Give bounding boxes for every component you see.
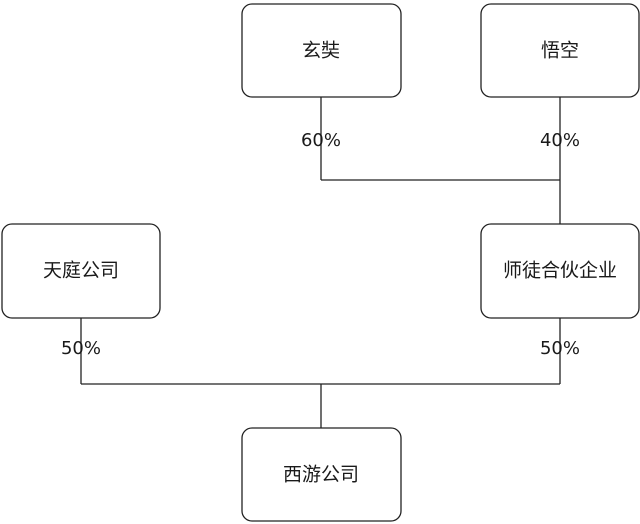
node-wukong: 悟空 bbox=[480, 3, 640, 98]
share-label-tianting: 50% bbox=[61, 338, 101, 359]
node-box bbox=[480, 3, 640, 98]
node-xuanzang: 玄奘 bbox=[241, 3, 402, 98]
connectors bbox=[80, 97, 561, 428]
share-label-wukong: 40% bbox=[540, 130, 580, 151]
node-tianting: 天庭公司 bbox=[1, 223, 161, 319]
share-label-xuanzang: 60% bbox=[301, 130, 341, 151]
node-label: 玄奘 bbox=[302, 40, 340, 62]
node-xiyou: 西游公司 bbox=[241, 427, 402, 522]
node-label: 师徒合伙企业 bbox=[503, 260, 617, 282]
node-partnership: 师徒合伙企业 bbox=[480, 223, 640, 319]
node-box bbox=[1, 223, 161, 319]
share-label-partnership: 50% bbox=[540, 338, 580, 359]
node-box bbox=[241, 427, 402, 522]
node-box bbox=[241, 3, 402, 98]
node-label: 悟空 bbox=[541, 40, 579, 62]
node-label: 西游公司 bbox=[283, 464, 359, 486]
node-label: 天庭公司 bbox=[43, 260, 119, 282]
node-box bbox=[480, 223, 640, 319]
